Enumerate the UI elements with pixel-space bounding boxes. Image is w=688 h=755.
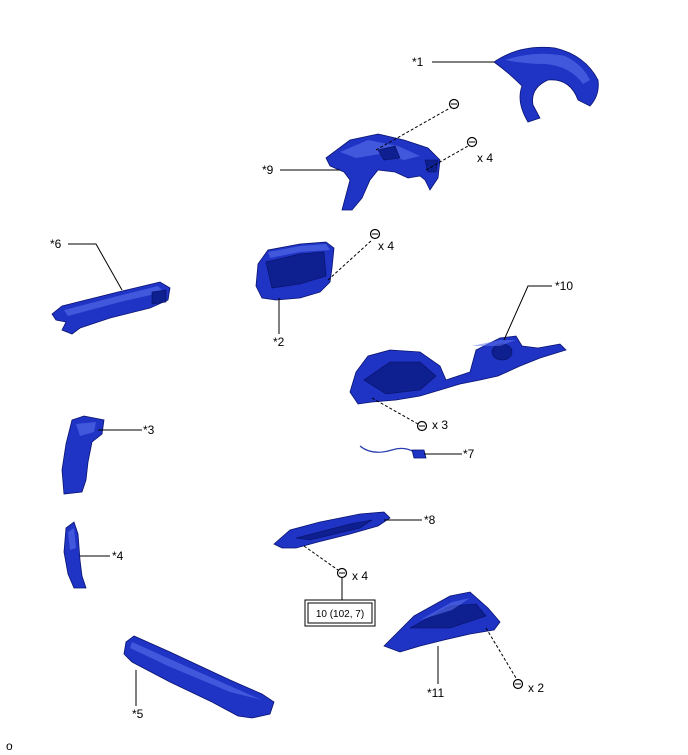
- callout-9: *9: [262, 163, 274, 177]
- callout-8: *8: [424, 513, 436, 527]
- callout-5: *5: [132, 707, 144, 721]
- qty-8: x 4: [352, 569, 368, 583]
- part-3-side-panel: [61, 415, 105, 495]
- callout-6: *6: [50, 237, 62, 251]
- part-8-bracket: [273, 511, 391, 549]
- torque-spec-box: 10 (102, 7): [304, 599, 376, 627]
- screw-11-icon: [512, 678, 524, 690]
- qty-11: x 2: [528, 681, 544, 695]
- part-2-combination-meter: [255, 241, 335, 301]
- callout-7: *7: [463, 447, 475, 461]
- part-9-cluster-lower-panel: [325, 133, 441, 211]
- callout-10: *10: [555, 279, 573, 293]
- screw-8-icon: [336, 567, 348, 579]
- callout-1: *1: [412, 55, 424, 69]
- part-10-instrument-panel: [349, 335, 567, 405]
- screw-2-icon: [369, 228, 381, 240]
- callout-4: *4: [112, 549, 124, 563]
- qty-2: x 4: [378, 239, 394, 253]
- qty-9: x 4: [477, 151, 493, 165]
- qty-10: x 3: [432, 418, 448, 432]
- screw-9b-icon: [466, 136, 478, 148]
- corner-mark: o: [6, 739, 13, 753]
- part-7-cable: [359, 445, 427, 459]
- callout-2: *2: [273, 335, 285, 349]
- screw-9a-icon: [448, 98, 460, 110]
- part-1-hood: [493, 46, 599, 123]
- part-4-small-panel: [63, 521, 87, 589]
- part-11-lower-cover: [383, 591, 501, 653]
- torque-spec-text: 10 (102, 7): [316, 609, 364, 620]
- part-6-left-panel: [51, 281, 171, 335]
- callout-11: *11: [427, 686, 444, 700]
- part-5-lower-trim: [123, 635, 275, 719]
- callout-3: *3: [143, 423, 155, 437]
- screw-10-icon: [416, 420, 428, 432]
